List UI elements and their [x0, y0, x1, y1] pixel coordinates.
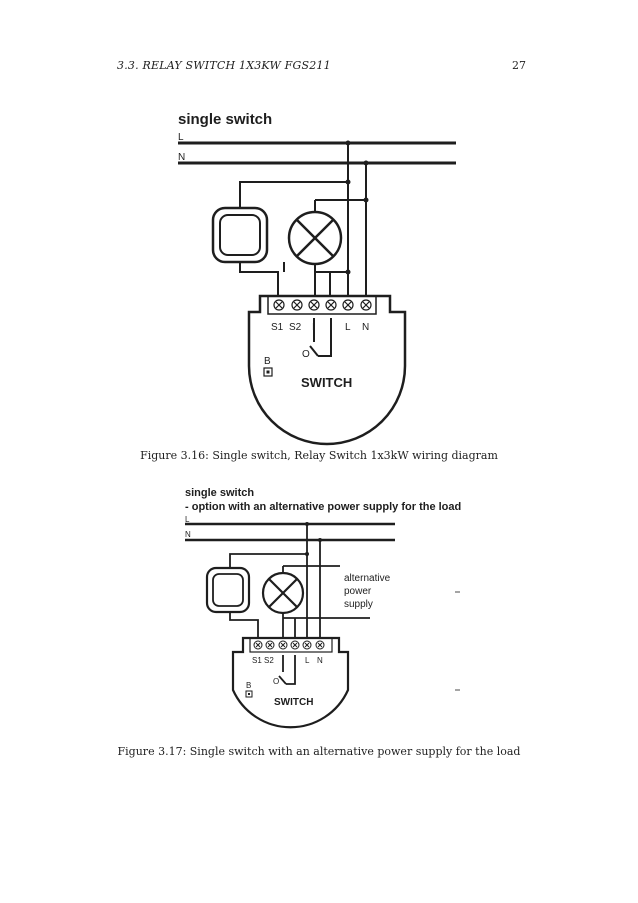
fig1-terminal-s1: S1	[271, 322, 284, 333]
fig1-terminal-n: N	[362, 322, 369, 333]
fig1-title: single switch	[178, 111, 272, 128]
figure-3-16-diagram: single switch L N	[178, 111, 456, 446]
fig2-terminal-n: N	[317, 656, 323, 665]
fig2-b-button	[245, 690, 253, 698]
fig1-b-button	[263, 367, 273, 377]
figure-3-17-diagram: single switch - option with an alternati…	[185, 487, 461, 729]
fig2-wall-switch	[205, 566, 251, 614]
fig1-terminal-s2: S2	[289, 322, 302, 333]
fig1-switch-module	[247, 294, 407, 446]
fig2-alt-label-2: power	[344, 586, 372, 597]
fig1-wall-switch	[211, 206, 269, 264]
fig2-lamp-icon	[261, 571, 305, 615]
fig1-lamp-icon	[287, 210, 343, 266]
fig2-output-label: O	[273, 677, 279, 686]
fig1-terminal-l: L	[345, 322, 351, 333]
fig2-terminal-l: L	[305, 656, 310, 665]
fig2-switch-module	[231, 636, 350, 729]
fig2-terminal-s1: S1	[252, 656, 262, 665]
fig2-line-l-label: L	[185, 515, 190, 524]
fig1-line-n-label: N	[178, 152, 185, 163]
fig2-alt-label-1: alternative	[344, 573, 391, 584]
fig2-title: single switch	[185, 487, 254, 499]
fig2-device-label: SWITCH	[274, 697, 313, 708]
fig1-device-label: SWITCH	[301, 375, 352, 390]
fig2-terminal-s2: S2	[264, 656, 274, 665]
figure-3-17-caption: Figure 3.17: Single switch with an alter…	[117, 745, 521, 758]
fig1-output-label: O	[302, 349, 310, 360]
page-number: 27	[512, 59, 526, 72]
fig2-subtitle: - option with an alternative power suppl…	[185, 501, 461, 513]
figure-3-16-caption: Figure 3.16: Single switch, Relay Switch…	[140, 449, 498, 462]
fig1-line-l-label: L	[178, 132, 184, 143]
fig1-b-label: B	[264, 356, 271, 367]
fig2-alt-label-3: supply	[344, 599, 373, 610]
running-header-section: 3.3. RELAY SWITCH 1X3KW FGS211	[117, 59, 331, 72]
fig2-line-n-label: N	[185, 530, 191, 539]
fig2-b-label: B	[246, 681, 251, 690]
